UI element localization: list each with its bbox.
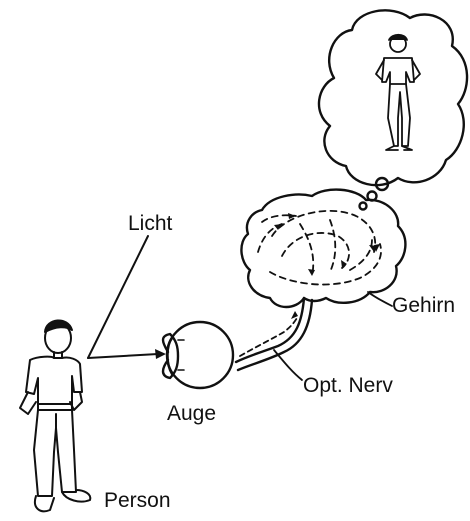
person-label: Person bbox=[104, 490, 171, 511]
thought-bubble-small bbox=[360, 203, 367, 210]
eye-label: Auge bbox=[167, 403, 216, 424]
light-arrowhead bbox=[155, 349, 166, 359]
optic-nerve-inner bbox=[238, 300, 312, 370]
light-ray-to-eye bbox=[88, 354, 158, 358]
brain-signal-arrows bbox=[258, 211, 381, 285]
light-ray-to-label bbox=[88, 236, 148, 358]
optic-nerve-label: Opt. Nerv bbox=[303, 375, 393, 396]
optic-nerve-pointer bbox=[274, 350, 302, 380]
person-icon bbox=[20, 320, 90, 511]
eye-icon bbox=[163, 322, 233, 388]
nerve-arrowhead bbox=[291, 311, 298, 319]
light-label: Licht bbox=[128, 213, 172, 234]
brain-pointer bbox=[368, 292, 392, 306]
thought-person-icon bbox=[376, 35, 420, 150]
brain-label: Gehirn bbox=[392, 295, 455, 316]
optic-nerve bbox=[236, 298, 304, 362]
